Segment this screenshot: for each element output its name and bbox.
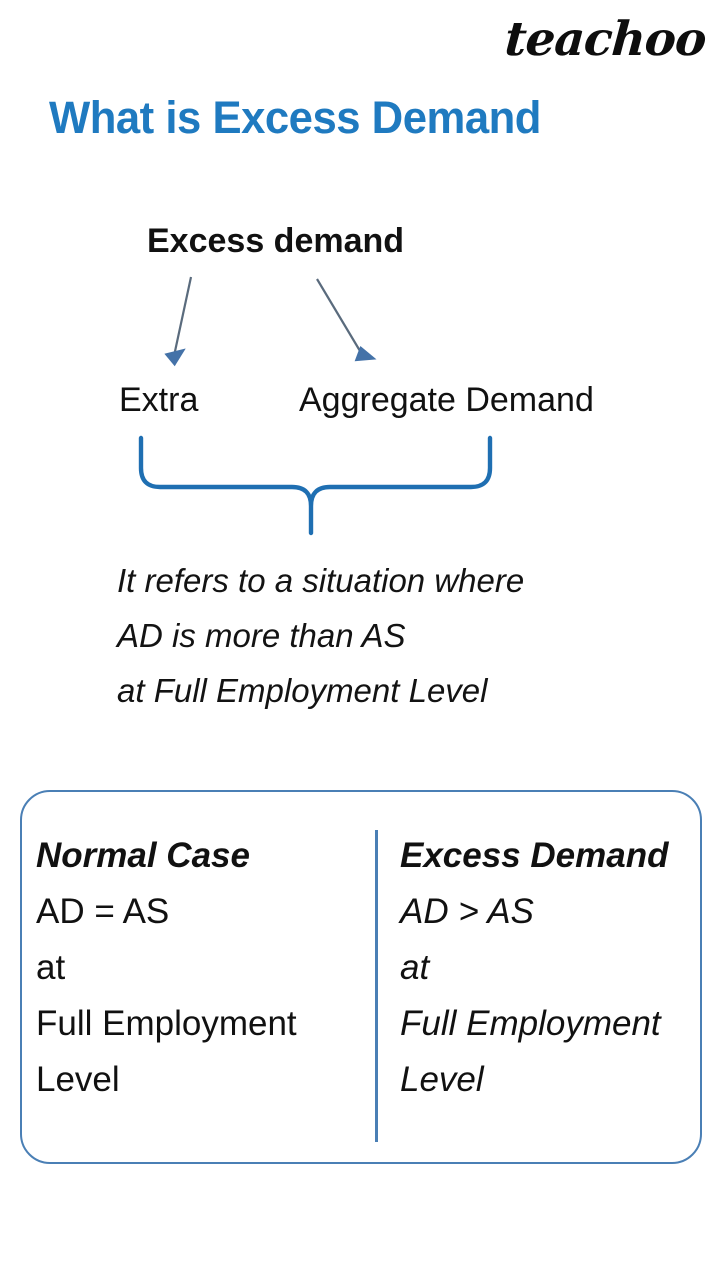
column-heading-normal-case: Normal Case [36,836,250,875]
page-title: What is Excess Demand [49,92,541,143]
definition-line-1: It refers to a situation where [117,562,525,599]
arrow-down-right-icon [316,278,377,362]
comparison-column-normal-case: Normal Case AD = AS at Full Employment L… [36,828,371,1108]
tree-root-label: Excess demand [147,222,405,260]
concept-tree: Excess demand Extra Aggregate Demand [0,0,720,560]
excess-demand-line-1: AD > AS [400,892,534,931]
tree-branch-label-extra: Extra [119,381,199,419]
column-divider [375,830,378,1142]
tree-branch-label-aggregate-demand: Aggregate Demand [299,381,594,419]
comparison-column-excess-demand: Excess Demand AD > AS at Full Employment… [400,828,702,1108]
excess-demand-line-3: Full Employment [400,1004,661,1043]
normal-case-line-2: at [36,948,66,987]
tree-arrows [164,276,377,367]
definition-text: It refers to a situation where AD is mor… [117,553,524,718]
column-heading-excess-demand: Excess Demand [400,836,669,875]
comparison-box: Normal Case AD = AS at Full Employment L… [20,790,702,1164]
normal-case-line-3: Full Employment [36,1004,297,1043]
arrow-down-left-icon [164,276,193,367]
definition-line-3: at Full Employment Level [117,672,488,709]
excess-demand-line-4: Level [400,1060,484,1099]
excess-demand-line-2: at [400,948,430,987]
curly-brace-icon [138,435,493,536]
normal-case-line-1: AD = AS [36,892,170,931]
normal-case-line-4: Level [36,1060,120,1099]
definition-line-2: AD is more than AS [117,617,406,654]
teachoo-logo: teachoo [503,12,708,67]
